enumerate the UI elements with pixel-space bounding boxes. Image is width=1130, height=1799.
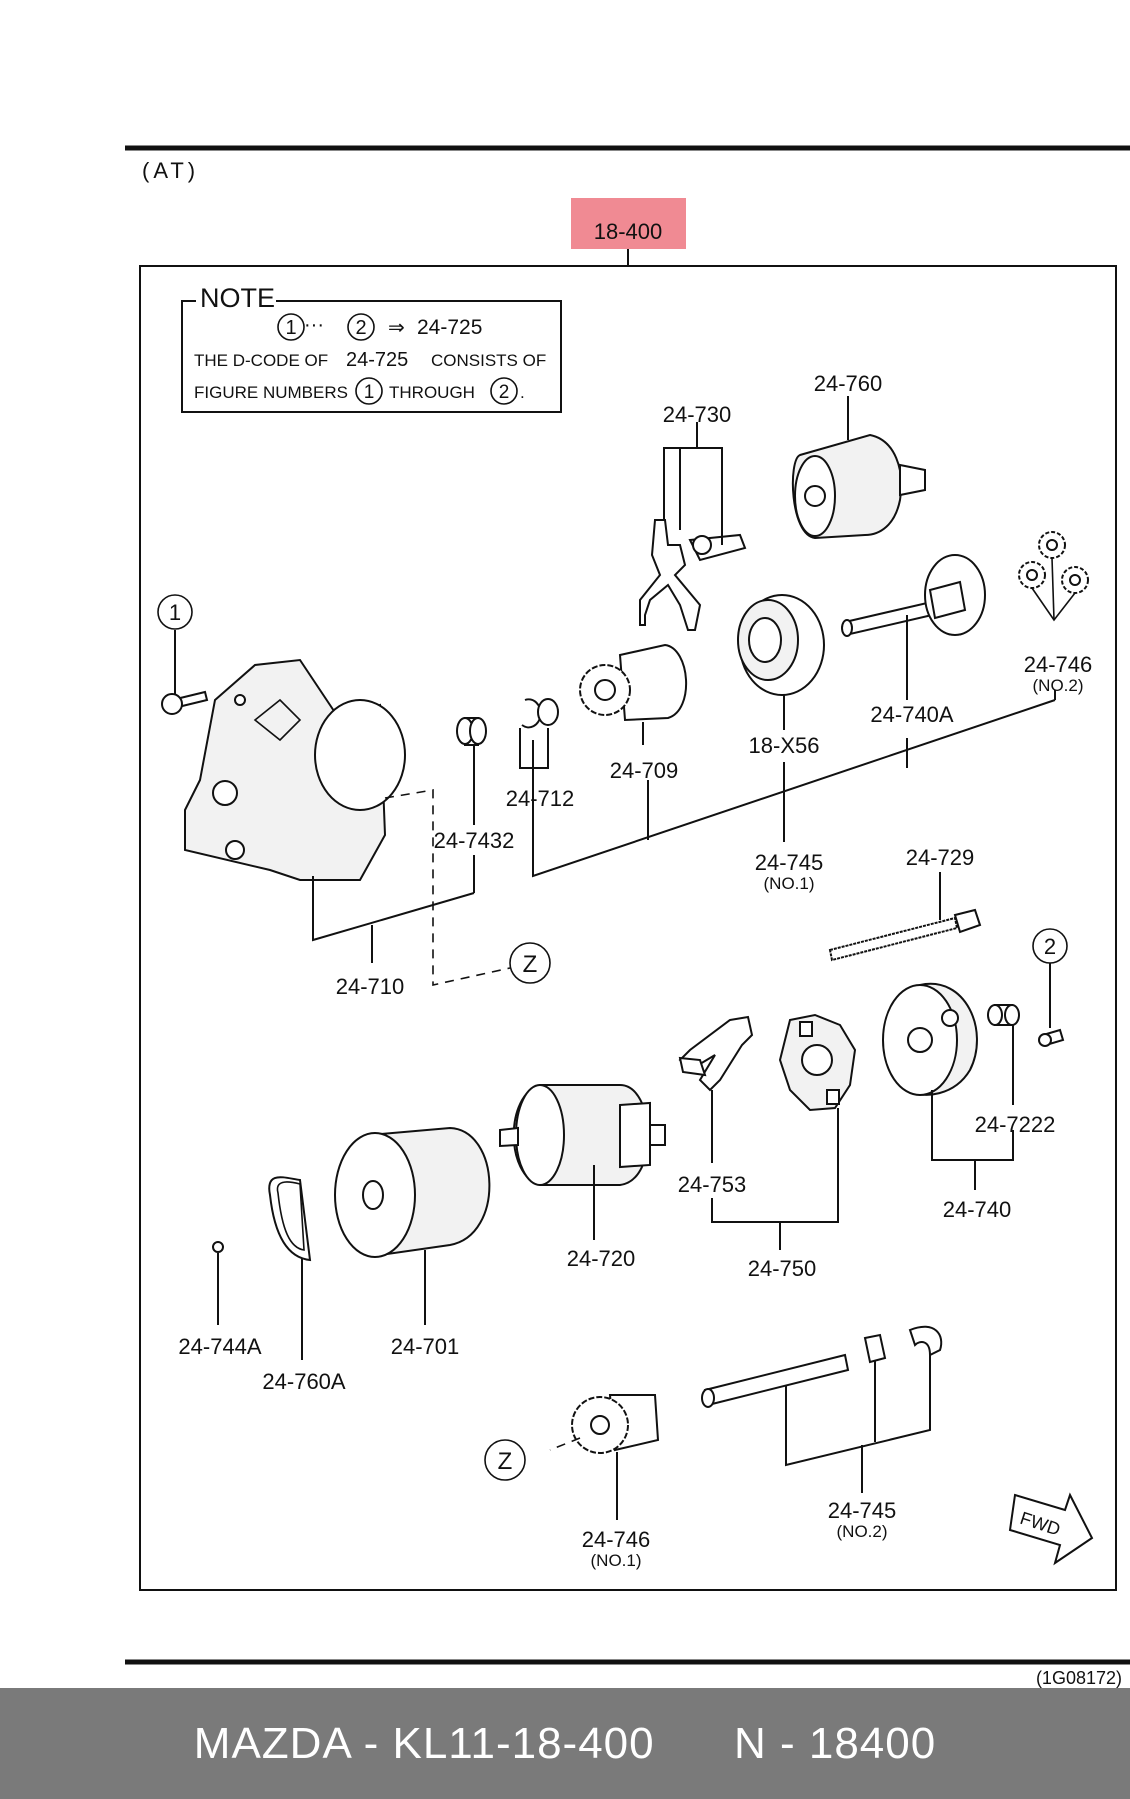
note-line2-prefix: THE D-CODE OF — [194, 351, 328, 370]
front-housing-part[interactable] — [184, 658, 406, 881]
seal-plate-part[interactable] — [268, 1176, 312, 1262]
note-line3-circle-2 — [490, 377, 518, 405]
label-24-712[interactable]: 24-712 — [506, 786, 575, 811]
callout-z-bottom[interactable]: Z — [484, 1439, 526, 1481]
footer-bar: MAZDA - KL11-18-400 N - 18400 — [0, 1688, 1130, 1799]
internal-gear-part[interactable] — [737, 594, 825, 696]
label-24-746-no2-sub: (NO.2) — [1033, 676, 1084, 695]
label-24-7432[interactable]: 24-7432 — [434, 828, 515, 853]
label-24-760A[interactable]: 24-760A — [262, 1369, 346, 1394]
assembly-code: 18-400 — [594, 219, 663, 244]
note-ellipsis: ··· — [304, 314, 324, 336]
label-24-746-no1-sub: (NO.1) — [591, 1551, 642, 1570]
callout-2-number: 2 — [1044, 934, 1056, 959]
note-period: . — [520, 383, 525, 402]
label-24-709[interactable]: 24-709 — [610, 758, 679, 783]
note-box: NOTE 1 ··· 2 ⇒ 24-725 THE D-CODE OF 24-7… — [181, 283, 562, 413]
forward-arrow: FWD — [1008, 1492, 1094, 1566]
label-18-X56[interactable]: 18-X56 — [749, 733, 820, 758]
figure-code: (1G08172) — [1036, 1668, 1122, 1688]
label-24-720[interactable]: 24-720 — [567, 1246, 636, 1271]
label-24-745-no2-sub: (NO.2) — [837, 1522, 888, 1541]
idler-shaft-part[interactable] — [701, 1325, 943, 1408]
clutch-part[interactable] — [579, 643, 688, 722]
label-24-746-no1-code[interactable]: 24-746 — [582, 1527, 651, 1552]
through-bolt-part[interactable] — [828, 908, 982, 962]
label-24-745-no1-code[interactable]: 24-745 — [755, 850, 824, 875]
note-line3-num-2: 2 — [499, 382, 510, 403]
label-24-740[interactable]: 24-740 — [943, 1197, 1012, 1222]
note-line3-circle-1 — [355, 377, 383, 405]
callout-1[interactable]: 1 — [157, 594, 193, 630]
footer-part-number: MAZDA - KL11-18-400 N - 18400 — [193, 1718, 937, 1768]
note-line2-suffix: CONSISTS OF — [431, 351, 546, 370]
label-24-7222[interactable]: 24-7222 — [975, 1112, 1056, 1137]
bushing-part[interactable] — [456, 717, 487, 746]
parts-diagram: (AT) 18-400 NOTE 1 ··· 2 ⇒ 24-725 THE D-… — [125, 145, 1130, 1688]
steel-ball-part[interactable] — [212, 1241, 224, 1253]
armature-part[interactable] — [499, 1084, 666, 1186]
assembly-code-highlight — [571, 198, 686, 249]
lever-part[interactable] — [639, 519, 747, 631]
label-24-750[interactable]: 24-750 — [748, 1256, 817, 1281]
note-line3-num-1: 1 — [364, 382, 375, 403]
pinion-gear-part[interactable] — [571, 1394, 660, 1454]
label-24-740A[interactable]: 24-740A — [870, 702, 954, 727]
label-24-744A[interactable]: 24-744A — [178, 1334, 262, 1359]
note-range-from: 1 — [285, 317, 296, 339]
bolt-2-part[interactable] — [1038, 1028, 1065, 1047]
label-24-701[interactable]: 24-701 — [391, 1334, 460, 1359]
label-24-710[interactable]: 24-710 — [336, 974, 405, 999]
note-line3-prefix: FIGURE NUMBERS — [194, 383, 348, 402]
diagram-frame — [139, 265, 1117, 1591]
solenoid-part[interactable] — [791, 433, 926, 540]
leader-lines — [174, 396, 1076, 1520]
brush-part[interactable] — [678, 1015, 754, 1092]
callout-z-bottom-letter: Z — [498, 1448, 513, 1475]
label-24-753[interactable]: 24-753 — [678, 1172, 747, 1197]
brush-holder-part[interactable] — [778, 1013, 857, 1112]
note-range-to: 2 — [355, 317, 366, 339]
shaft-part[interactable] — [841, 554, 986, 637]
note-circle-2 — [347, 313, 375, 341]
callout-z-top[interactable]: Z — [509, 942, 551, 984]
label-24-730[interactable]: 24-730 — [663, 402, 732, 427]
note-title: NOTE — [200, 283, 275, 313]
rear-cover-part[interactable] — [882, 982, 978, 1096]
rear-bushing-part[interactable] — [987, 1004, 1020, 1026]
label-24-729[interactable]: 24-729 — [906, 845, 975, 870]
bolt-1-part[interactable] — [161, 690, 209, 715]
label-24-760[interactable]: 24-760 — [814, 371, 883, 396]
note-circle-1 — [277, 313, 305, 341]
callout-2[interactable]: 2 — [1032, 928, 1068, 964]
note-line3-mid: THROUGH — [389, 383, 475, 402]
yoke-part[interactable] — [334, 1126, 491, 1258]
note-range-target: 24-725 — [417, 316, 482, 339]
label-24-745-no1-sub: (NO.1) — [764, 874, 815, 893]
retainer-clips-part[interactable] — [521, 698, 559, 729]
callout-1-number: 1 — [169, 600, 181, 625]
label-24-746-no2-code[interactable]: 24-746 — [1024, 652, 1093, 677]
variant-label: (AT) — [142, 158, 199, 183]
note-line2-code: 24-725 — [346, 349, 408, 371]
label-24-745-no2-code[interactable]: 24-745 — [828, 1498, 897, 1523]
note-arrow: ⇒ — [388, 317, 405, 339]
callout-z-top-letter: Z — [523, 951, 538, 978]
assembly-code-tag[interactable]: 18-400 — [571, 198, 686, 249]
